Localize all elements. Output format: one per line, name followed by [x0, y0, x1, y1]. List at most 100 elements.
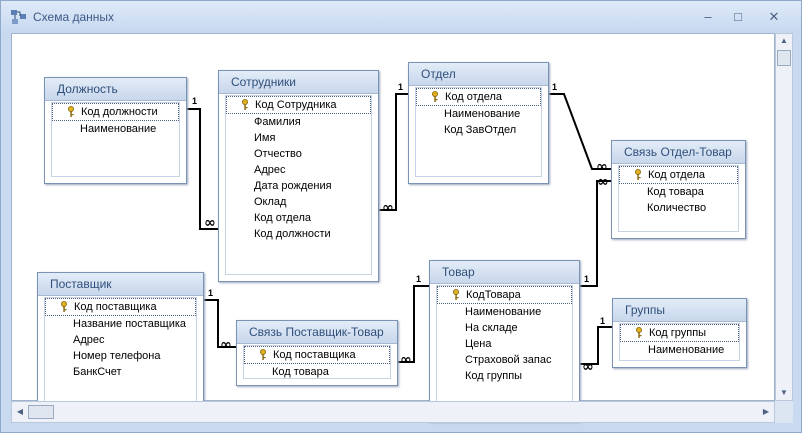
field-item[interactable]: Код отдела: [226, 210, 371, 226]
field-item[interactable]: Код отдела: [416, 88, 541, 106]
field-name: Наименование: [80, 123, 157, 135]
field-name: Оклад: [254, 196, 287, 208]
field-name: Код отдела: [445, 91, 503, 103]
relationship-line[interactable]: [187, 108, 218, 230]
key-icon: [636, 327, 642, 338]
field-item[interactable]: Код поставщика: [45, 298, 196, 316]
field-item[interactable]: Фамилия: [226, 114, 371, 130]
field-item[interactable]: Наименование: [437, 304, 572, 320]
horizontal-scrollbar[interactable]: ◀ ▶: [11, 401, 775, 423]
field-item[interactable]: Код ЗавОтдел: [416, 122, 541, 138]
field-name: БанкСчет: [73, 366, 122, 378]
relationship-line[interactable]: [398, 285, 429, 363]
field-item[interactable]: Имя: [226, 130, 371, 146]
field-name: Номер телефона: [73, 350, 161, 362]
title-bar[interactable]: Схема данных – □ ✕: [1, 1, 801, 33]
field-item[interactable]: Наименование: [52, 121, 179, 137]
field-name: Адрес: [73, 334, 105, 346]
field-item[interactable]: Номер телефона: [45, 348, 196, 364]
horizontal-scroll-thumb[interactable]: [28, 405, 54, 419]
table-title[interactable]: Товар: [430, 261, 579, 284]
field-name: Код поставщика: [273, 349, 356, 361]
field-item[interactable]: Цена: [437, 336, 572, 352]
scroll-down-icon[interactable]: ▼: [780, 388, 788, 397]
field-item[interactable]: Дата рождения: [226, 178, 371, 194]
table-title[interactable]: Связь Поставщик-Товар: [237, 321, 397, 344]
field-item[interactable]: Код товара: [619, 184, 738, 200]
cardinality-many-label: ∞: [597, 174, 609, 190]
relationships-icon: [11, 10, 26, 24]
field-name: Код должности: [81, 106, 158, 118]
table-title[interactable]: Сотрудники: [219, 71, 378, 94]
field-item[interactable]: БанкСчет: [45, 364, 196, 380]
field-item[interactable]: Адрес: [226, 162, 371, 178]
scroll-left-icon[interactable]: ◀: [16, 407, 24, 416]
cardinality-one-label: 1: [208, 288, 213, 298]
table-title[interactable]: Связь Отдел-Товар: [612, 141, 745, 164]
field-item[interactable]: Оклад: [226, 194, 371, 210]
relationship-line[interactable]: [379, 93, 408, 211]
field-item[interactable]: На складе: [437, 320, 572, 336]
table-title[interactable]: Отдел: [409, 63, 548, 86]
field-item[interactable]: Код отдела: [619, 166, 738, 184]
field-item[interactable]: Наименование: [416, 106, 541, 122]
table-title[interactable]: Должность: [45, 78, 186, 101]
close-button[interactable]: ✕: [768, 9, 780, 24]
field-item[interactable]: Код товара: [244, 364, 390, 380]
relationship-line[interactable]: [549, 93, 611, 170]
relationship-line[interactable]: [580, 326, 612, 365]
scroll-right-icon[interactable]: ▶: [762, 407, 770, 416]
field-name: Отчество: [254, 148, 302, 160]
size-grip[interactable]: [775, 401, 793, 423]
field-item[interactable]: Код должности: [52, 103, 179, 121]
vertical-scroll-thumb[interactable]: [777, 50, 791, 66]
key-icon: [432, 91, 438, 102]
field-name: На складе: [465, 322, 518, 334]
field-item[interactable]: Отчество: [226, 146, 371, 162]
field-item[interactable]: Страховой запас: [437, 352, 572, 368]
cardinality-one-label: 1: [600, 316, 605, 326]
cardinality-one-label: 1: [398, 82, 403, 92]
key-icon: [68, 106, 74, 117]
field-name: Наименование: [648, 344, 725, 356]
table-title[interactable]: Группы: [613, 299, 746, 322]
field-item[interactable]: Код группы: [437, 368, 572, 384]
key-icon: [260, 349, 266, 360]
field-name: Дата рождения: [254, 180, 332, 192]
relationship-line[interactable]: [204, 299, 236, 348]
field-item[interactable]: Адрес: [45, 332, 196, 348]
field-item[interactable]: Код поставщика: [244, 346, 390, 364]
relationship-line[interactable]: [580, 180, 611, 287]
minimize-button[interactable]: –: [704, 9, 712, 24]
maximize-button[interactable]: □: [734, 9, 742, 24]
scroll-up-icon[interactable]: ▲: [780, 36, 788, 45]
field-item[interactable]: Наименование: [620, 342, 739, 358]
field-item[interactable]: Код Сотрудника: [226, 96, 371, 114]
field-item[interactable]: Количество: [619, 200, 738, 216]
field-item[interactable]: Код должности: [226, 226, 371, 242]
vertical-scrollbar[interactable]: ▲ ▼: [775, 33, 793, 401]
field-item[interactable]: Код группы: [620, 324, 739, 342]
table-title[interactable]: Поставщик: [38, 273, 203, 296]
field-item[interactable]: Название поставщика: [45, 316, 196, 332]
field-item[interactable]: КодТовара: [437, 286, 572, 304]
field-name: Код должности: [254, 228, 331, 240]
field-name: Страховой запас: [465, 354, 552, 366]
